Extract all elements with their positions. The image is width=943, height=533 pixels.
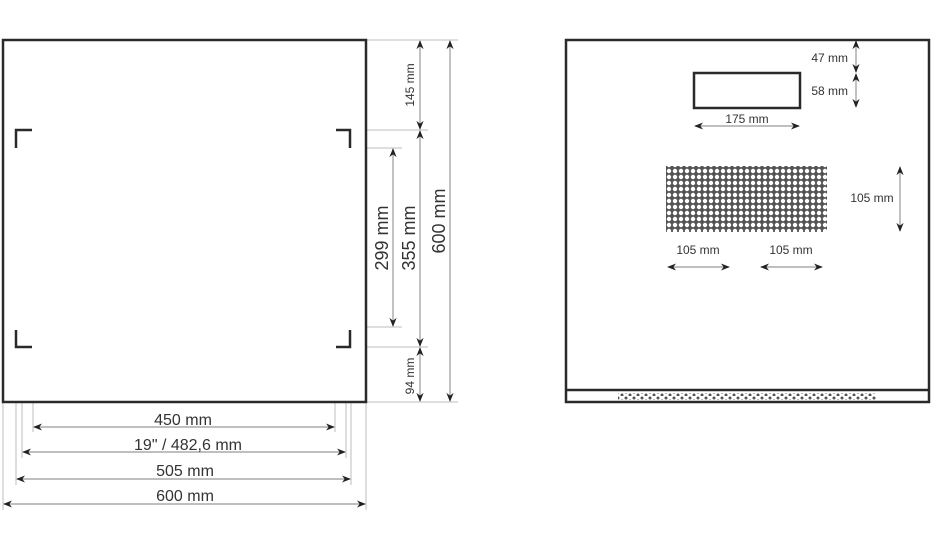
- label-cutout-height: 58 mm: [811, 84, 848, 98]
- label-mount-height: 299 mm: [372, 205, 392, 270]
- label-total-height: 600 mm: [429, 188, 449, 253]
- ventilation-mesh: [666, 166, 827, 232]
- side-view: 47 mm 58 mm 175 mm 105 mm 105 mm 105 mm: [564, 38, 931, 404]
- rail-corner-top-left: [14, 128, 32, 148]
- cabinet-front-outline: [1, 38, 368, 404]
- label-inner-width: 450 mm: [154, 412, 212, 429]
- label-top-offset: 145 mm: [403, 63, 417, 106]
- rail-corner-top-right: [336, 128, 352, 148]
- label-cutout-width: 175 mm: [725, 112, 768, 126]
- label-cutout-top: 47 mm: [811, 51, 848, 65]
- label-rail-span: 355 mm: [399, 205, 419, 270]
- front-view: 145 mm 355 mm 94 mm 299 mm 600 mm 450 mm…: [1, 38, 458, 510]
- label-rail-width: 505 mm: [156, 463, 214, 480]
- label-bottom-offset: 94 mm: [403, 358, 417, 395]
- rail-corner-bottom-right: [336, 330, 352, 349]
- rail-corner-bottom-left: [14, 330, 32, 349]
- label-vent-right: 105 mm: [769, 243, 812, 257]
- base-vent-holes: [618, 393, 876, 400]
- cable-cutout: [692, 71, 802, 110]
- label-rack-width: 19" / 482,6 mm: [134, 437, 242, 454]
- label-total-width: 600 mm: [156, 488, 214, 505]
- label-vent-left: 105 mm: [676, 243, 719, 257]
- label-vent-height: 105 mm: [850, 191, 893, 205]
